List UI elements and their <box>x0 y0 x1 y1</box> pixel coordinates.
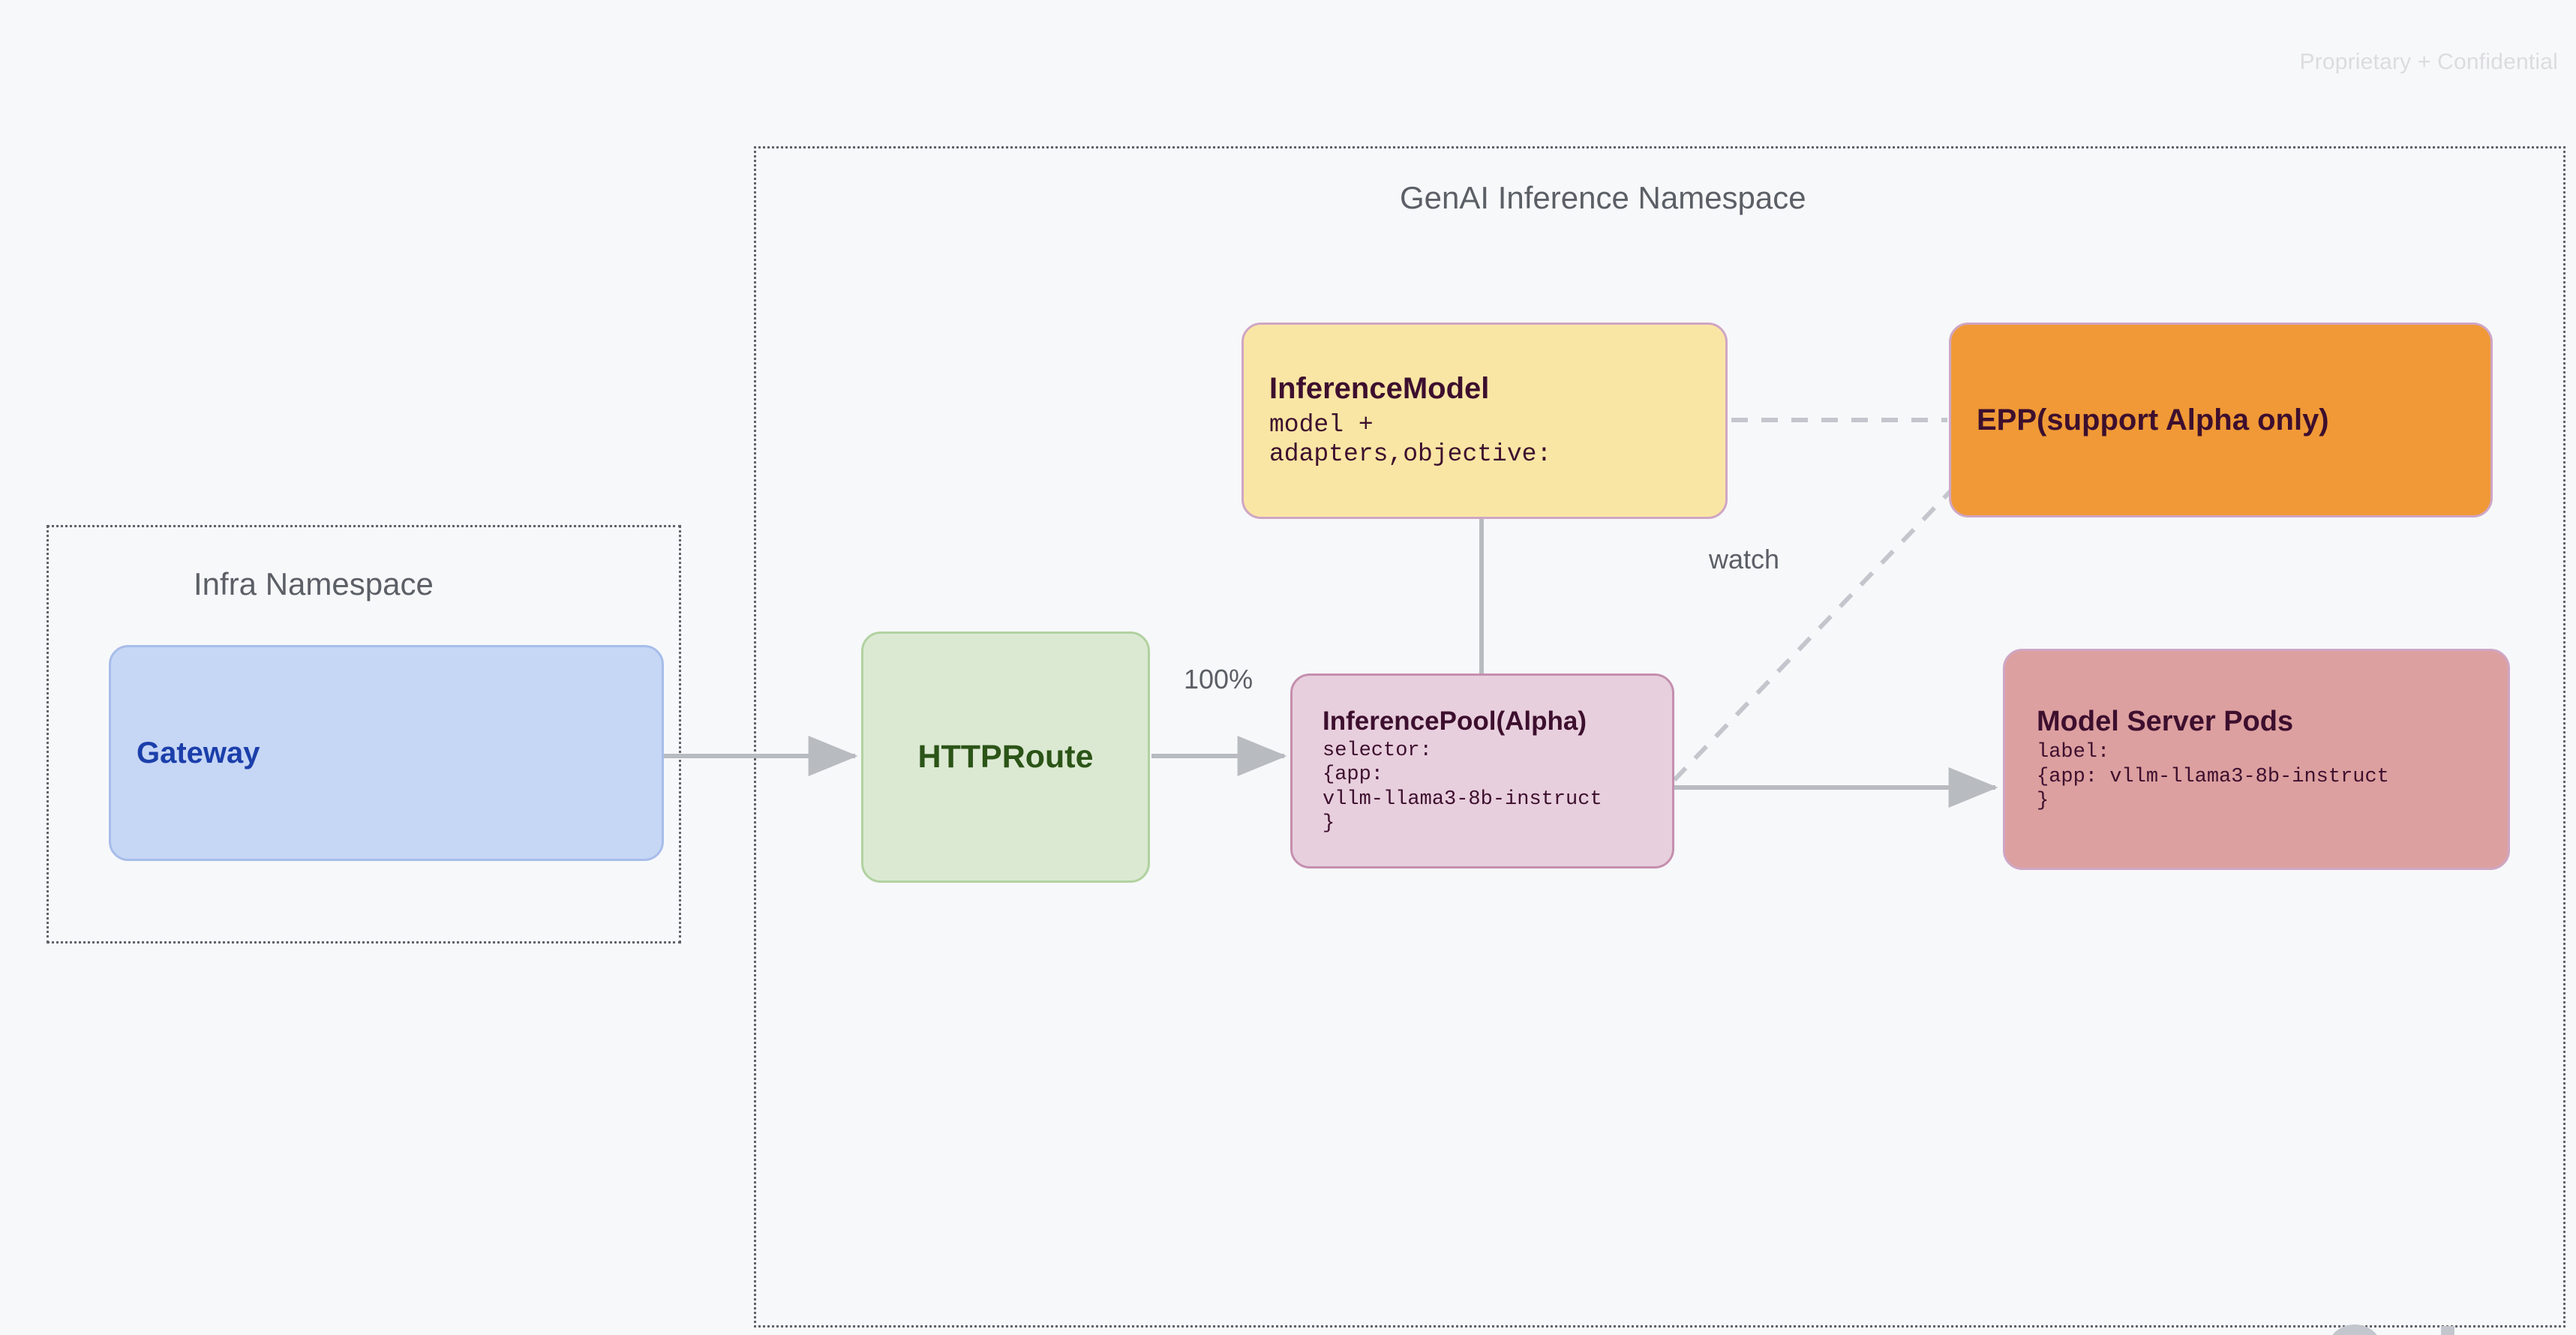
node-epp[interactable]: EPP(support Alpha only) <box>1949 322 2493 518</box>
edge-label-watch: watch <box>1709 544 1780 574</box>
node-epp-title: EPP(support Alpha only) <box>1977 403 2329 436</box>
node-inferencepool[interactable]: InferencePool(Alpha) selector: {app: vll… <box>1290 674 1674 868</box>
node-inferencemodel-body: model + adapters,objective: <box>1269 410 1552 469</box>
node-httproute[interactable]: HTTPRoute <box>861 632 1150 883</box>
node-modelserverpods-title: Model Server Pods <box>2037 705 2294 737</box>
infra-namespace-title: Infra Namespace <box>194 566 434 602</box>
infra-namespace-container <box>47 525 681 944</box>
brand-logo-sliver <box>2328 1324 2486 1335</box>
node-gateway-title: Gateway <box>137 736 260 770</box>
node-inferencemodel[interactable]: InferenceModel model + adapters,objectiv… <box>1241 322 1728 519</box>
genai-namespace-container <box>754 146 2565 1328</box>
node-gateway[interactable]: Gateway <box>109 645 664 861</box>
logo-arc-shape <box>2328 1324 2381 1335</box>
node-modelserverpods[interactable]: Model Server Pods label: {app: vllm-llam… <box>2003 649 2510 870</box>
node-modelserverpods-body: label: {app: vllm-llama3-8b-instruct } <box>2037 741 2389 812</box>
genai-namespace-title: GenAI Inference Namespace <box>1400 180 1806 215</box>
proprietary-confidential-watermark: Proprietary + Confidential <box>2299 50 2558 74</box>
node-inferencepool-title: InferencePool(Alpha) <box>1323 706 1587 736</box>
logo-bar-shape <box>2441 1326 2454 1335</box>
edge-label-traffic-weight: 100% <box>1184 664 1253 694</box>
node-inferencemodel-title: InferenceModel <box>1269 372 1490 405</box>
node-inferencepool-body: selector: {app: vllm-llama3-8b-instruct … <box>1323 739 1602 835</box>
node-httproute-title: HTTPRoute <box>917 739 1094 776</box>
